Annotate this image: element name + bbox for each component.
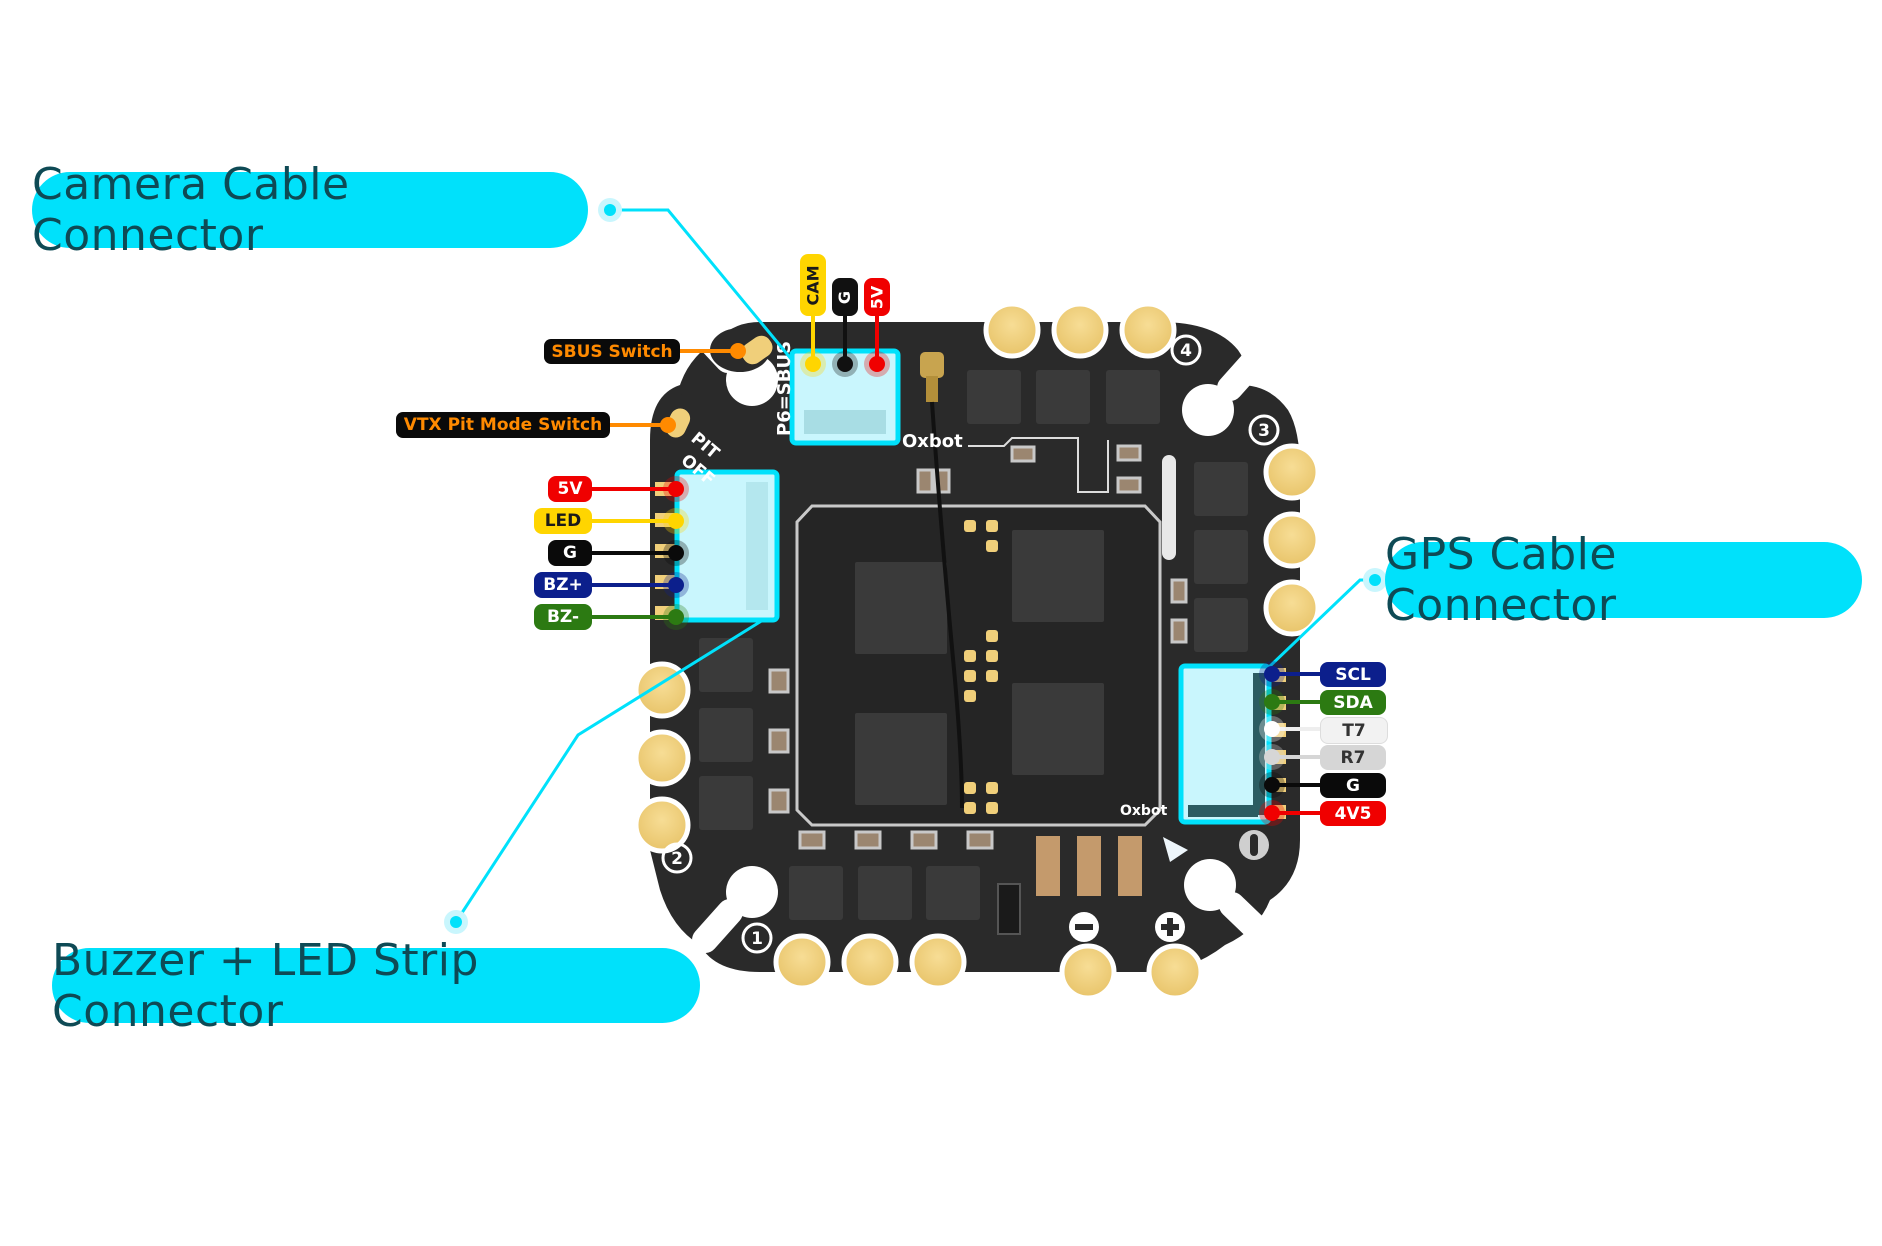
buzzer-led-pin-tag-bz: BZ- (534, 604, 592, 630)
battery-polarity (1069, 912, 1185, 942)
brand-silkscreen-esc: Oxbot (1120, 803, 1168, 819)
camera-pin-tag-g-text: G (835, 290, 855, 304)
motor-label-2: 2 (671, 849, 683, 869)
sbus-silkscreen: P6=SBUS (774, 341, 795, 436)
pin-wires (592, 316, 1320, 826)
camera-pin-tag-cam-text: CAM (803, 264, 823, 306)
brand-silkscreen-top: Oxbot (902, 431, 963, 452)
gps-pin-dot (1264, 777, 1280, 793)
gps-pin-dot (1264, 749, 1280, 765)
buzzer-led-pin-tag-bz: BZ+ (534, 572, 592, 598)
motor-pads (633, 301, 1321, 1001)
orientation-arrow-icon (1163, 837, 1188, 862)
buzzer-led-pin-tag-5v: 5V (548, 476, 592, 502)
buzzer-led-pin-dot (668, 513, 684, 529)
callout-buzzer-led-connector: Buzzer + LED Strip Connector (52, 935, 700, 1037)
camera-pin-tag-5v-text: 5V (867, 285, 887, 309)
camera-pin-dot (805, 356, 821, 372)
gps-pin-tag-t7: T7 (1320, 717, 1388, 744)
callout-camera-connector: Camera Cable Connector (32, 159, 588, 261)
sbus-switch-label: SBUS Switch (544, 339, 680, 364)
gps-pin-dot (1264, 666, 1280, 682)
camera-pin-dot (869, 356, 885, 372)
buzzer-led-pin-tag-g: G (548, 540, 592, 566)
passives (768, 444, 1188, 935)
motor-label-1: 1 (751, 929, 763, 949)
gps-pin-tag-r7: R7 (1320, 745, 1386, 770)
callout-gps-connector: GPS Cable Connector (1385, 529, 1862, 631)
callout-anchors (444, 198, 1387, 934)
switch-leaders (610, 343, 746, 433)
camera-pin-tag-cam: CAM (800, 254, 826, 316)
camera-pin-tag-5v: 5V (864, 278, 890, 316)
motor-number-labels: 1 2 3 4 (661, 334, 1280, 954)
gps-pin-tag-scl: SCL (1320, 662, 1386, 687)
gps-pin-dot (1264, 721, 1280, 737)
vtx-pit-mode-switch-label: VTX Pit Mode Switch (396, 412, 610, 438)
esc-module: Oxbot (795, 504, 1168, 827)
buzzer-led-pin-dot (668, 481, 684, 497)
antenna (920, 352, 964, 809)
buzzer-led-pin-dot (668, 545, 684, 561)
buzzer-led-pin-dot (668, 577, 684, 593)
gps-pin-tag-g: G (1320, 773, 1386, 798)
motor-label-4: 4 (1180, 341, 1192, 361)
gps-pin-tag-4v5: 4V5 (1320, 801, 1386, 826)
gps-pin-tag-sda: SDA (1320, 690, 1386, 715)
gps-pin-dot (1264, 694, 1280, 710)
gps-pin-dot (1264, 805, 1280, 821)
buzzer-led-pin-dot (668, 609, 684, 625)
buzzer-led-pin-tag-led: LED (534, 508, 592, 534)
camera-pin-dot (837, 356, 853, 372)
camera-pin-tag-g: G (832, 278, 858, 316)
motor-label-3: 3 (1258, 421, 1270, 441)
